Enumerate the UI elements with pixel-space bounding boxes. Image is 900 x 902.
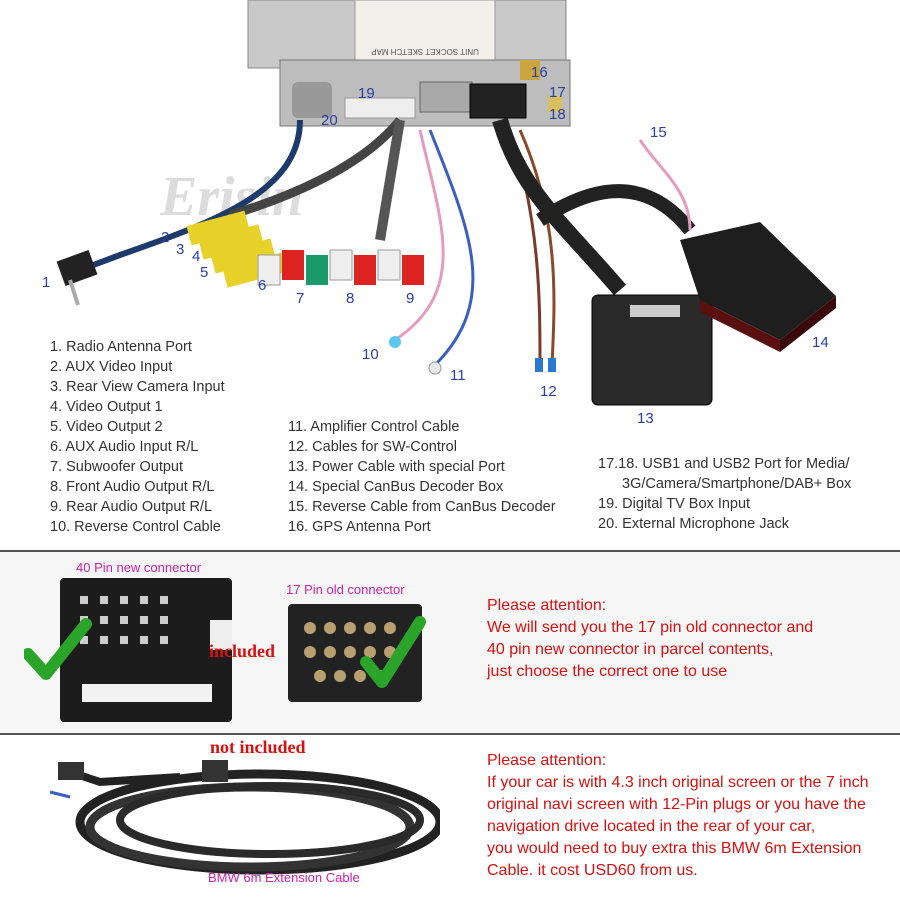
video-rca-bundle [186, 117, 404, 288]
note-line: navigation drive located in the rear of … [487, 818, 816, 835]
note-line: Please attention: [487, 597, 607, 614]
head-unit: UNIT SOCKET SKETCH MAP [247, 0, 571, 127]
extension-section [0, 733, 900, 902]
note-line: original navi screen with 12-Pin plugs o… [487, 796, 866, 813]
check-icon [24, 618, 92, 680]
wiring-diagram: UNIT SOCKET SKETCH MAP Erisin [56, 0, 836, 406]
callout-19: 19 [358, 85, 375, 102]
check-icon [360, 616, 426, 688]
legend-item: 9. Rear Audio Output R/L [50, 499, 213, 515]
extension-cable-label: BMW 6m Extension Cable [208, 870, 360, 885]
canbus-decoder-box [680, 222, 836, 352]
callout-1: 1 [42, 274, 51, 291]
amp-cable-end [428, 361, 442, 375]
legend-item: 14. Special CanBus Decoder Box [288, 479, 504, 495]
antenna-plug [56, 249, 98, 287]
new-connector-label: 40 Pin new connector [76, 560, 202, 575]
note-line: you would need to buy extra this BMW 6m … [487, 840, 862, 857]
callout-3: 3 [176, 241, 185, 258]
legend-item: 19. Digital TV Box Input [598, 496, 751, 512]
legend-item: 15. Reverse Cable from CanBus Decoder [288, 499, 556, 515]
audio-rca-bundle [257, 119, 424, 286]
callout-9: 9 [406, 290, 415, 307]
callout-5: 5 [200, 264, 209, 281]
callout-12: 12 [540, 383, 557, 400]
callout-13: 13 [637, 410, 654, 427]
legend-item: 17.18. USB1 and USB2 Port for Media/ [598, 456, 850, 472]
callout-17: 17 [549, 84, 566, 101]
note-line: If your car is with 4.3 inch original sc… [487, 774, 869, 791]
legend-item: 11. Amplifier Control Cable [288, 419, 460, 435]
callout-16: 16 [531, 64, 548, 81]
callout-4: 4 [192, 248, 201, 265]
included-label: included [209, 641, 276, 661]
legend-item: 5. Video Output 2 [50, 419, 163, 435]
extension-cable-image [49, 760, 440, 875]
not-included-label: not included [210, 737, 306, 757]
legend-item: 3G/Camera/Smartphone/DAB+ Box [622, 476, 852, 492]
legend-item: 7. Subwoofer Output [50, 459, 183, 475]
legend-item: 13. Power Cable with special Port [288, 459, 505, 475]
legend-item: 10. Reverse Control Cable [50, 519, 221, 535]
old-connector-17pin [288, 604, 426, 702]
callout-7: 7 [296, 290, 305, 307]
callout-6: 6 [258, 277, 267, 294]
callout-20: 20 [321, 112, 338, 129]
legend-item: 3. Rear View Camera Input [50, 379, 225, 395]
callout-15: 15 [650, 124, 667, 141]
new-connector-40pin [24, 578, 232, 722]
legend-item: 2. AUX Video Input [50, 359, 173, 375]
power-connector-13 [591, 294, 713, 406]
legend-item: 4. Video Output 1 [50, 399, 163, 415]
callout-11: 11 [450, 367, 466, 384]
note-line: Cable. it cost USD60 from us. [487, 862, 698, 879]
reverse-cable-end [389, 336, 401, 348]
callout-2: 2 [161, 229, 170, 246]
note-line: 40 pin new connector in parcel contents, [487, 641, 774, 658]
note-line: just choose the correct one to use [487, 663, 728, 680]
unit-socket-label: UNIT SOCKET SKETCH MAP [371, 47, 479, 56]
legend-item: 1. Radio Antenna Port [50, 339, 192, 355]
legend-item: 16. GPS Antenna Port [288, 519, 431, 535]
note-line: We will send you the 17 pin old connecto… [487, 619, 814, 636]
callout-10: 10 [362, 346, 379, 363]
legend-item: 12. Cables for SW-Control [288, 439, 457, 455]
legend-item: 20. External Microphone Jack [598, 516, 790, 532]
note-line: Please attention: [487, 752, 607, 769]
callout-18: 18 [549, 106, 566, 123]
legend-item: 6. AUX Audio Input R/L [50, 439, 199, 455]
old-connector-label: 17 Pin old connector [286, 582, 405, 597]
callout-14: 14 [812, 334, 829, 351]
legend-item: 8. Front Audio Output R/L [50, 479, 215, 495]
callout-8: 8 [346, 290, 355, 307]
